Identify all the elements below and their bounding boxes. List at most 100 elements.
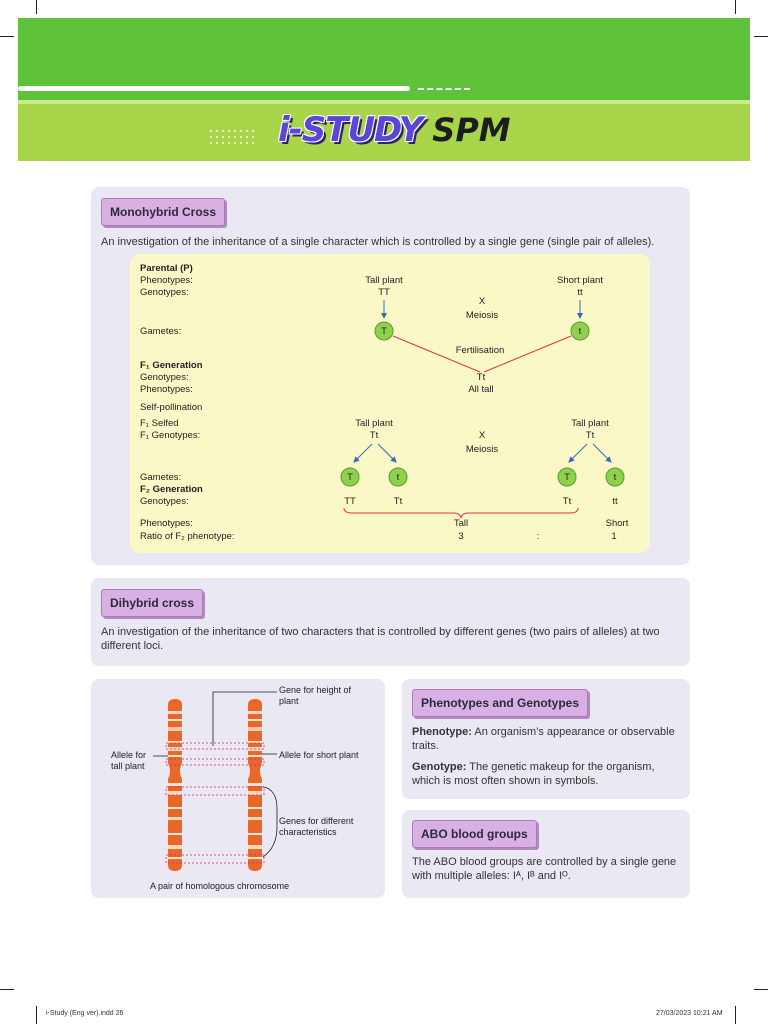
gamete-T: T	[381, 326, 387, 337]
short-plant-label: Short plant	[557, 275, 603, 286]
tall-plant-label: Tall plant	[365, 275, 403, 286]
label-f1-genotypes-2: F₁ Genotypes:	[140, 430, 201, 441]
gene-markers	[165, 742, 265, 864]
banner-dash	[418, 88, 470, 90]
label-allele-for-tall-plant: Allele for tall plant	[111, 750, 147, 771]
gamete-circle	[557, 467, 577, 487]
parent-genotype-tt: tt	[577, 287, 583, 298]
f2-genotype-Tt: Tt	[562, 496, 572, 507]
genotype-term: Genotype:	[412, 761, 467, 773]
banner-stripe	[18, 86, 410, 91]
selfed-Tt-left: Tt	[369, 430, 379, 441]
meiosis-label-2: Meiosis	[465, 444, 499, 455]
label-genotypes: Genotypes:	[140, 287, 189, 298]
gamete-T: T	[564, 472, 570, 483]
crop-mark	[735, 0, 736, 14]
cross-x: X	[478, 296, 486, 307]
abo-description: The ABO blood groups are controlled by a…	[412, 856, 677, 882]
selfed-tall-plant-left: Tall plant	[355, 418, 393, 429]
logo-istudy: i-STUDY	[278, 110, 423, 150]
chromosome-left	[168, 699, 182, 871]
meiosis-label: Meiosis	[465, 310, 499, 321]
chromosome-caption: A pair of homologous chromosome	[150, 881, 290, 891]
ratio-colon: :	[536, 531, 540, 542]
gamete-circle	[605, 467, 625, 487]
label-f1-selfed: F₁ Selfed	[140, 418, 179, 429]
ratio-short: 1	[611, 531, 617, 542]
label-genes-for-different-characteristics: Genes for different characteristics	[279, 816, 354, 837]
cross-x-2: X	[478, 430, 486, 441]
phenotype-definition: Phenotype: An organism’s appearance or o…	[412, 725, 682, 753]
gamete-circle	[340, 467, 360, 487]
crop-mark	[735, 1006, 736, 1024]
label-f2-generation: F₂ Generation	[140, 484, 203, 495]
label-allele-for-short-plant: Allele for short plant	[279, 750, 359, 760]
leader-lines	[153, 691, 278, 858]
label-phenotypes: Phenotypes:	[140, 275, 193, 286]
arrow	[353, 443, 373, 463]
crop-mark	[754, 989, 768, 990]
phenotype-text: An organism’s appearance or observable t…	[412, 726, 675, 752]
banner-stripe-light	[18, 100, 750, 104]
f2-phenotype-short: Short	[605, 518, 629, 529]
selfed-Tt-right: Tt	[585, 430, 595, 441]
tall-brace	[343, 507, 579, 519]
arrow	[568, 443, 588, 463]
label-gametes: Gametes:	[140, 326, 182, 337]
label-f1-generation: F₁ Generation	[140, 360, 203, 371]
fertilisation-label: Fertilisation	[455, 345, 505, 356]
arrow	[592, 443, 612, 463]
crop-mark	[0, 989, 14, 990]
f2-genotype-TT: TT	[344, 496, 356, 507]
gamete-circle	[570, 321, 590, 341]
homologous-chromosome-diagram	[153, 691, 278, 871]
label-f2-phenotypes: Phenotypes:	[140, 518, 193, 529]
footer-timestamp: 27/03/2023 10:21 AM	[656, 1010, 723, 1017]
label-parental: Parental (P)	[140, 263, 193, 274]
label-gametes-2: Gametes:	[140, 472, 182, 483]
dihybrid-description: An investigation of the inheritance of t…	[101, 626, 660, 652]
label-ratio: Ratio of F₂ phenotype:	[140, 531, 235, 542]
abo-title: ABO blood groups	[412, 820, 537, 848]
label-f1-genotypes: Genotypes:	[140, 372, 189, 383]
gamete-t: t	[613, 472, 617, 483]
banner-dots	[208, 128, 258, 148]
ratio-tall: 3	[458, 531, 464, 542]
label-gene-for-height: Gene for height of plant	[279, 685, 352, 706]
arrow	[377, 443, 397, 463]
f1-all-tall: All tall	[468, 384, 494, 395]
label-self-pollination: Self-pollination	[140, 402, 203, 413]
monohybrid-cross-diagram	[130, 254, 650, 553]
monohybrid-description: An investigation of the inheritance of a…	[101, 236, 655, 248]
genotype-text: The genetic makeup for the organism, whi…	[412, 761, 655, 787]
crop-mark	[36, 1006, 37, 1024]
logo-spm: SPM	[432, 111, 511, 149]
f2-genotype-tt: tt	[612, 496, 618, 507]
dihybrid-title: Dihybrid cross	[101, 589, 204, 617]
gamete-circle	[388, 467, 408, 487]
banner-band	[18, 104, 750, 161]
parent-genotype-TT: TT	[378, 287, 390, 298]
genotype-definition: Genotype: The genetic makeup for the org…	[412, 760, 682, 788]
label-f1-phenotypes: Phenotypes:	[140, 384, 193, 395]
fertilisation-line-right	[483, 335, 572, 373]
phenotype-term: Phenotype:	[412, 726, 472, 738]
crop-mark	[36, 0, 37, 14]
fertilisation-line-left	[392, 335, 481, 373]
crop-mark	[754, 36, 768, 37]
gamete-circle	[374, 321, 394, 341]
chromosome-right	[248, 699, 262, 871]
footer-file: i-Study (Eng ver).indd 26	[46, 1010, 124, 1017]
i-study-logo: i-STUDY SPM	[278, 108, 511, 152]
gamete-t: t	[396, 472, 400, 483]
gamete-t: t	[578, 326, 582, 337]
f1-genotype-Tt: Tt	[476, 372, 486, 383]
label-f2-genotypes: Genotypes:	[140, 496, 189, 507]
chromosome-panel	[91, 679, 385, 898]
gamete-T: T	[347, 472, 353, 483]
f2-genotype-Tt: Tt	[393, 496, 403, 507]
monohybrid-title: Monohybrid Cross	[101, 198, 226, 226]
f2-phenotype-tall: Tall	[453, 518, 469, 529]
